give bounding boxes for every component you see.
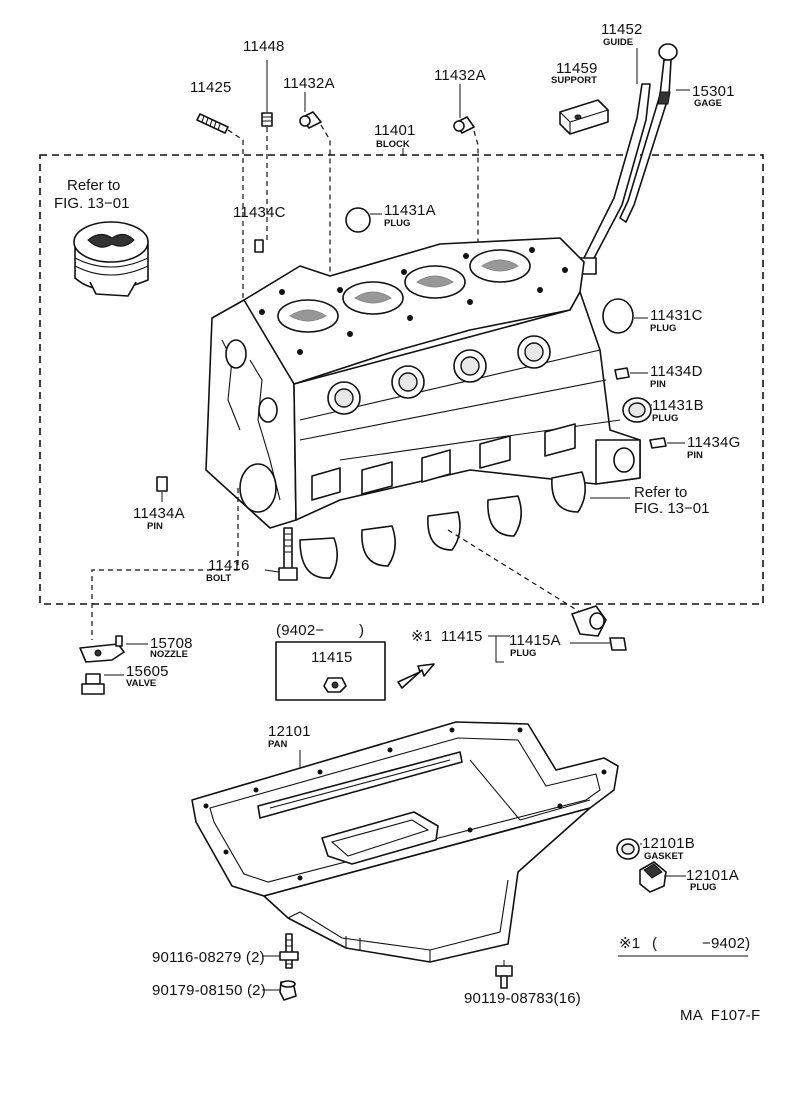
plug-431c-number: 11431C bbox=[650, 307, 703, 324]
check-valve-15605[interactable] bbox=[81, 673, 105, 695]
gasket-number: 12101B bbox=[642, 835, 695, 852]
bolt-11416[interactable] bbox=[278, 527, 298, 581]
plug-11432a-left-number: 11432A bbox=[283, 75, 335, 92]
pan-number: 12101 bbox=[268, 723, 311, 740]
refer-bearing-line2: FIG. 13−01 bbox=[634, 500, 709, 517]
figure-code: MA F107-F bbox=[680, 1007, 760, 1024]
plug-11415a[interactable] bbox=[609, 637, 627, 651]
block-assembly-boundary bbox=[39, 154, 764, 605]
inset-number: 11415 bbox=[311, 649, 353, 666]
footnote-range: −9402) bbox=[702, 935, 750, 952]
refer-piston-line2: FIG. 13−01 bbox=[54, 195, 129, 212]
pin-11434a[interactable] bbox=[156, 476, 168, 492]
valve-number: 15605 bbox=[126, 663, 169, 680]
plug-431b-number: 11431B bbox=[652, 397, 704, 414]
stud-bolt-90116[interactable] bbox=[279, 933, 299, 969]
set-screw-number: 11448 bbox=[243, 38, 285, 55]
drain-plug-name: PLUG bbox=[510, 648, 536, 659]
plug-11431a[interactable] bbox=[345, 207, 371, 233]
drain-plug-number: 11415 bbox=[441, 628, 483, 645]
plug-11432a-right-number: 11432A bbox=[434, 67, 486, 84]
gage-number: 15301 bbox=[692, 83, 735, 100]
drain-plug-11415[interactable] bbox=[571, 605, 607, 637]
footnote-open: ( bbox=[652, 935, 657, 952]
plug-11432a-left[interactable] bbox=[299, 111, 322, 129]
gasket-12101b[interactable] bbox=[616, 838, 640, 860]
refer-bearing-line1: Refer to bbox=[634, 484, 687, 501]
pin-11434g[interactable] bbox=[649, 437, 667, 449]
nozzle-name: NOZZLE bbox=[150, 649, 188, 660]
pan-plug-name: PLUG bbox=[690, 882, 716, 893]
inset-range-close: ) bbox=[359, 622, 364, 639]
oil-jet-nozzle-15708[interactable] bbox=[79, 635, 125, 663]
plug-431a-name: PLUG bbox=[384, 218, 410, 229]
guide-number: 11452 bbox=[601, 21, 643, 38]
bolt-number: 11416 bbox=[208, 557, 250, 574]
block-number: 11401 bbox=[374, 122, 416, 139]
drain-plug-subnumber: 11415A bbox=[509, 632, 561, 649]
cylinder-block[interactable] bbox=[205, 237, 641, 579]
support-name: SUPPORT bbox=[551, 75, 597, 86]
pin-434d-number: 11434D bbox=[650, 363, 703, 380]
drain-plug-12101a[interactable] bbox=[639, 861, 667, 893]
gage-name: GAGE bbox=[694, 98, 722, 109]
inset-drain-plug[interactable] bbox=[323, 677, 347, 693]
set-screw-11448[interactable] bbox=[261, 112, 273, 127]
gasket-name: GASKET bbox=[644, 851, 684, 862]
pan-bolt-90119[interactable] bbox=[495, 965, 513, 989]
pan-plug-number: 12101A bbox=[686, 867, 739, 884]
valve-name: VALVE bbox=[126, 678, 156, 689]
pin-434c-number: 11434C bbox=[233, 204, 286, 221]
plug-431a-number: 11431A bbox=[384, 202, 436, 219]
pan-bolt-number: 90119-08783(16) bbox=[464, 990, 581, 1007]
pin-11434d[interactable] bbox=[614, 367, 630, 380]
inset-box bbox=[275, 641, 386, 701]
nut-90179[interactable] bbox=[279, 980, 297, 1001]
oil-level-gage-15301[interactable] bbox=[619, 43, 678, 223]
nut-number: 90179-08150 (2) bbox=[152, 982, 266, 999]
support-number: 11459 bbox=[556, 60, 598, 77]
stud-bolt-number: 90116-08279 (2) bbox=[152, 949, 265, 966]
plug-11432a-right[interactable] bbox=[453, 116, 475, 134]
stud-number: 11425 bbox=[190, 79, 232, 96]
block-name: BLOCK bbox=[376, 139, 410, 150]
refer-piston-line1: Refer to bbox=[67, 177, 120, 194]
plug-11431b[interactable] bbox=[622, 397, 652, 423]
pin-434g-number: 11434G bbox=[687, 434, 740, 451]
nozzle-number: 15708 bbox=[150, 635, 193, 652]
drain-plug-mark: ※1 bbox=[411, 628, 432, 645]
pan-name: PAN bbox=[268, 739, 287, 750]
pin-434a-name: PIN bbox=[147, 521, 163, 532]
oil-pan-12101[interactable] bbox=[191, 721, 619, 963]
inset-range: (9402− bbox=[276, 622, 324, 639]
pin-11434c[interactable] bbox=[254, 239, 264, 253]
plug-431c-name: PLUG bbox=[650, 323, 676, 334]
plug-11431c[interactable] bbox=[602, 298, 634, 334]
stud-11425[interactable] bbox=[196, 113, 229, 134]
pin-434d-name: PIN bbox=[650, 379, 666, 390]
plug-431b-name: PLUG bbox=[652, 413, 678, 424]
bolt-name: BOLT bbox=[206, 573, 231, 584]
piston-illustration bbox=[73, 221, 149, 297]
support-11459[interactable] bbox=[559, 99, 609, 135]
guide-name: GUIDE bbox=[603, 37, 633, 48]
pin-434g-name: PIN bbox=[687, 450, 703, 461]
footnote-mark: ※1 bbox=[619, 935, 640, 952]
pin-434a-number: 11434A bbox=[133, 505, 185, 522]
